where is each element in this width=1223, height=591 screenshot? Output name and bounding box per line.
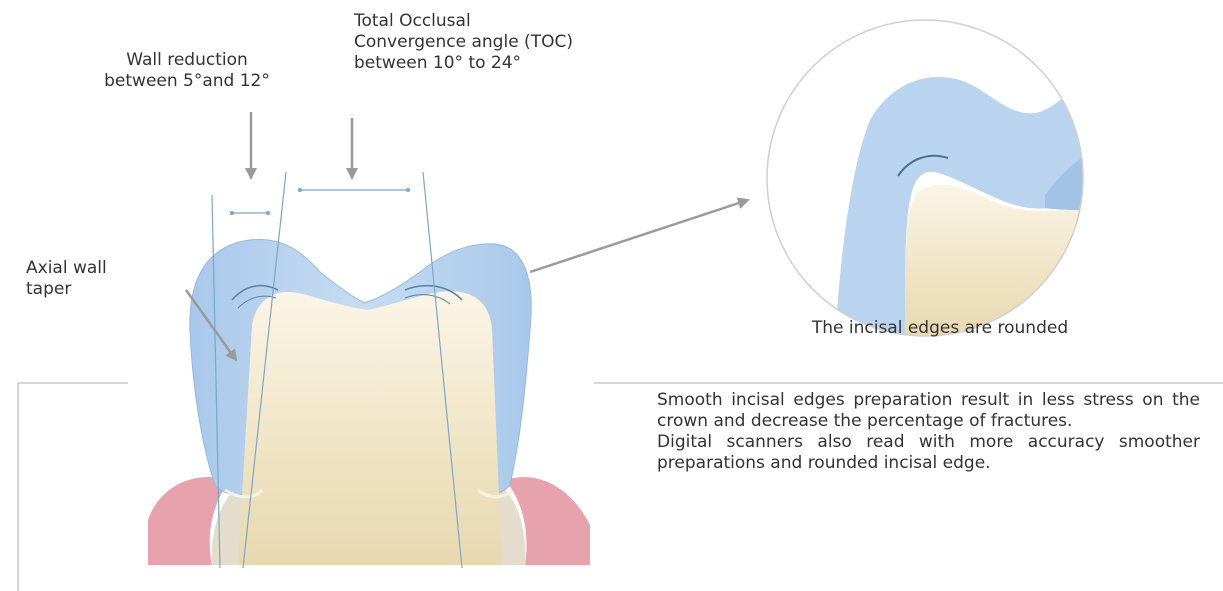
zoom-arrow [530,200,748,272]
axial-taper-label: Axial wall taper [26,258,166,300]
zoom-detail-circle [767,20,1095,340]
description-paragraph-2: Digital scanners also read with more acc… [657,432,1200,474]
description-paragraph-1: Smooth incisal edges preparation result … [657,390,1200,432]
wall-reduction-dimension [230,211,270,215]
toc-label: Total Occlusal Convergence angle (TOC) b… [354,11,654,74]
toc-label-line-3: between 10° to 24° [354,53,654,74]
prepared-tooth [238,291,502,565]
wall-reduction-label: Wall reduction between 5°and 12° [82,50,292,92]
toc-label-line-2: Convergence angle (TOC) [354,32,654,53]
toc-label-line-1: Total Occlusal [354,11,654,32]
rounded-edges-caption: The incisal edges are rounded [780,318,1100,339]
axial-taper-label-line-1: Axial wall [26,258,166,279]
tooth-illustration [148,172,590,568]
wall-reduction-label-line-2: between 5°and 12° [82,71,292,92]
axial-taper-label-line-2: taper [26,279,166,300]
description-text: Smooth incisal edges preparation result … [657,390,1200,474]
toc-dimension [298,188,410,192]
wall-reduction-label-line-1: Wall reduction [82,50,292,71]
